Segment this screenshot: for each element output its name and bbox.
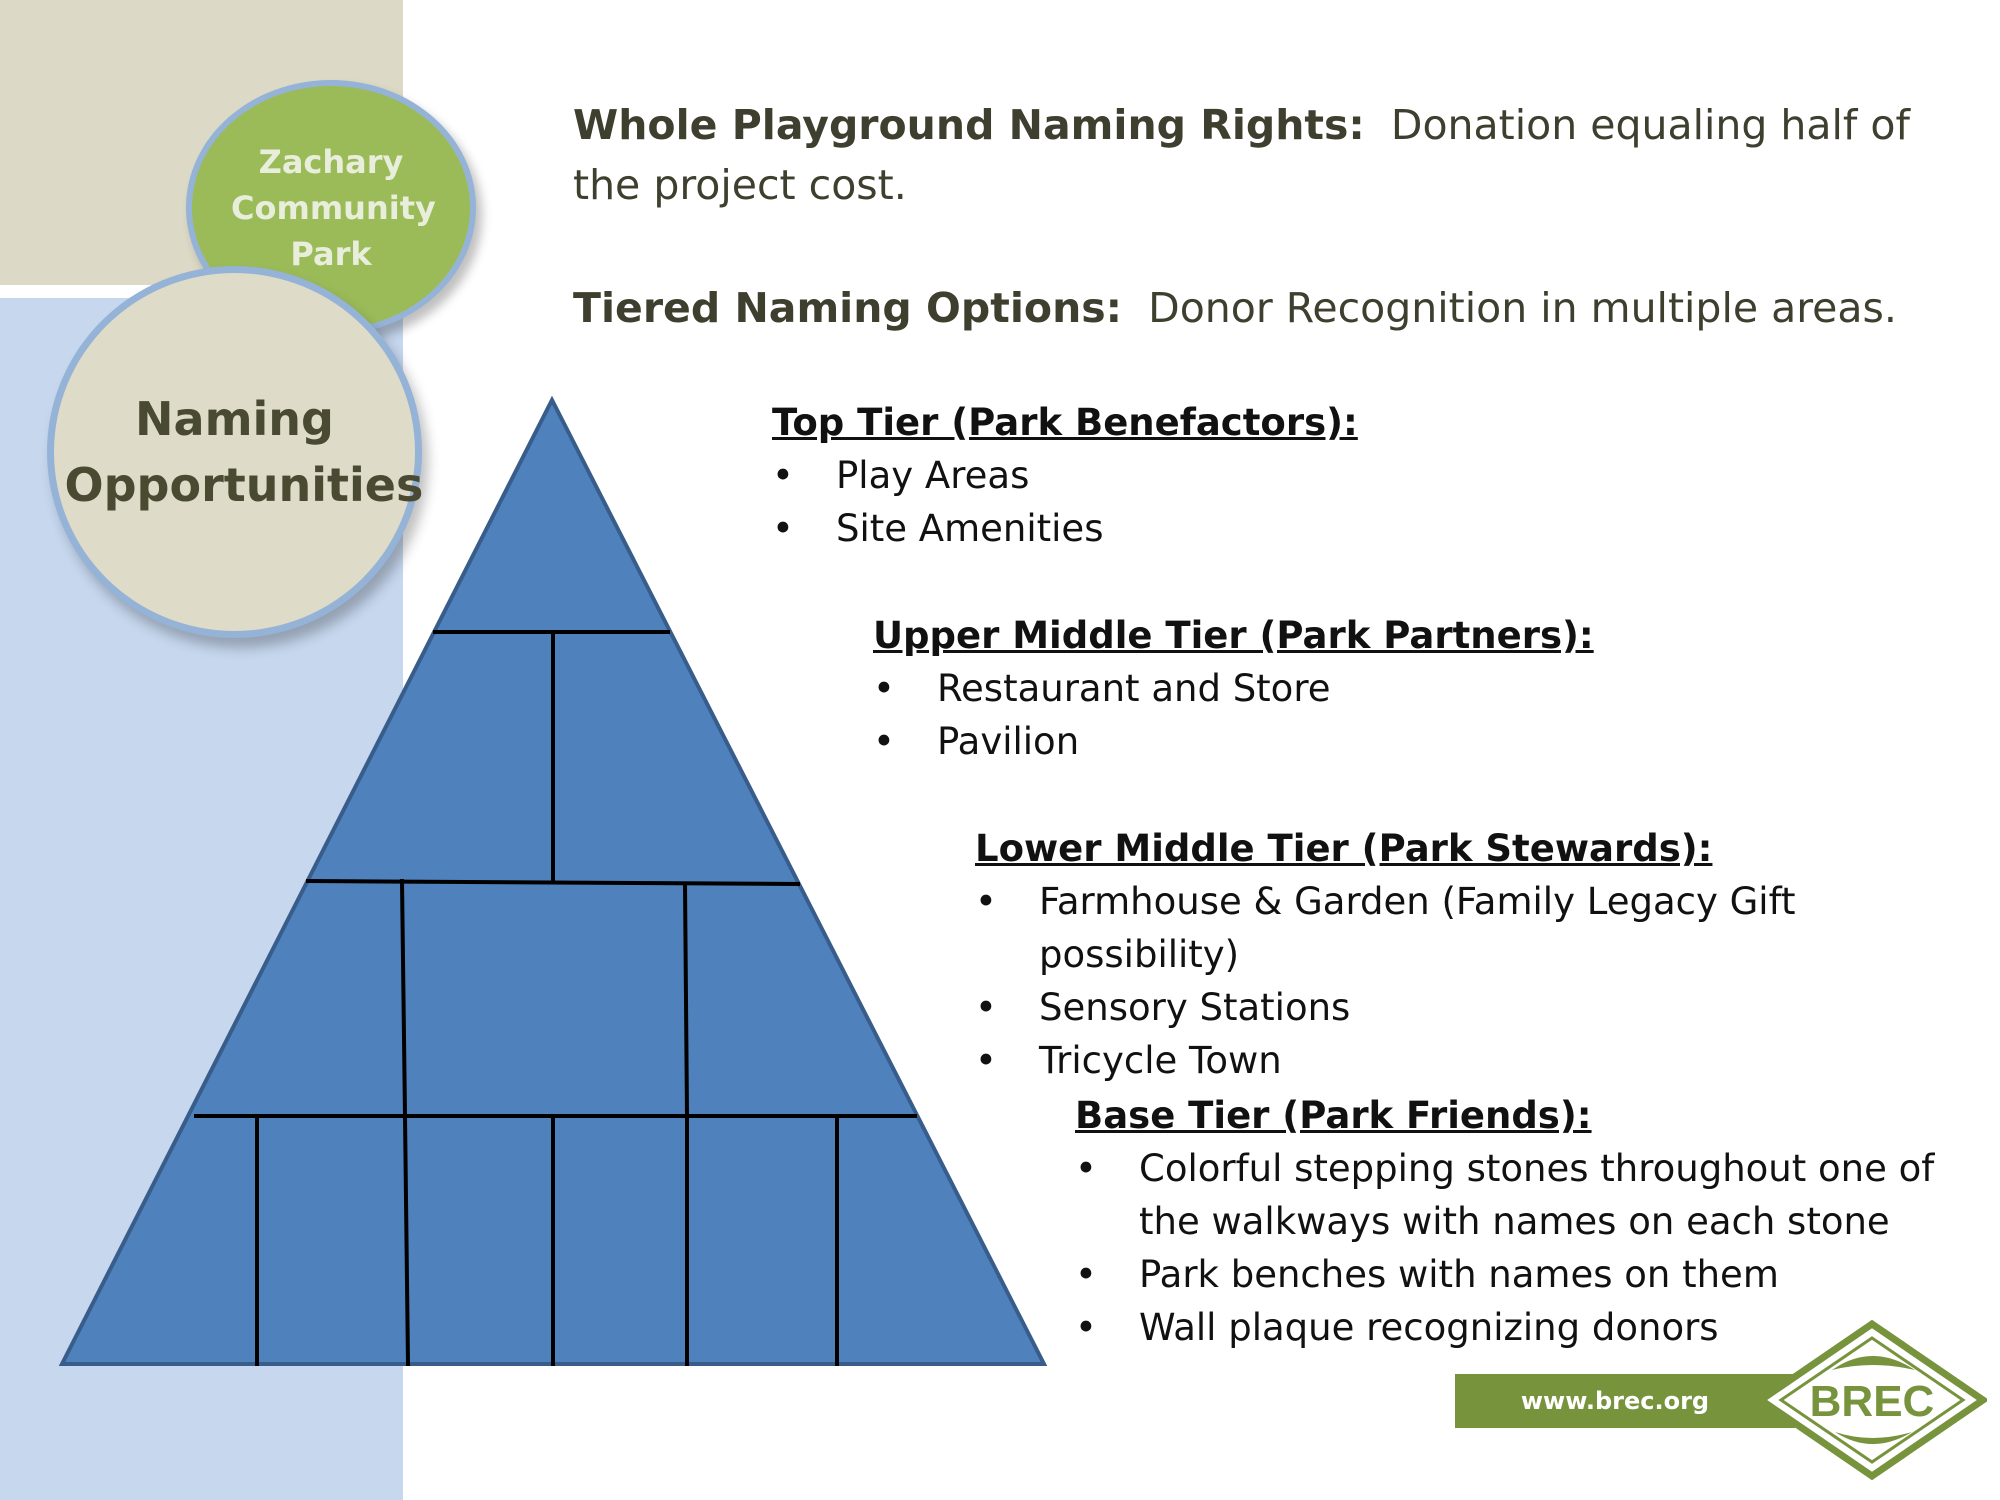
list-item: Pavilion bbox=[873, 715, 1594, 768]
logo-diamond-outer bbox=[1757, 1320, 1987, 1480]
tier-list: Restaurant and Store Pavilion bbox=[873, 662, 1594, 768]
leaf-icon bbox=[1832, 1356, 1915, 1370]
logo-text: BREC bbox=[1810, 1377, 1935, 1426]
tier-heading: Upper Middle Tier (Park Partners): bbox=[873, 614, 1594, 657]
section-title: Naming Opportunities bbox=[64, 392, 424, 512]
whole-playground-line: Whole Playground Naming Rights: Donation… bbox=[573, 95, 1953, 215]
pyramid-divider bbox=[402, 1113, 411, 1367]
website-url[interactable]: www.brec.org bbox=[1520, 1387, 1710, 1415]
tier-heading: Lower Middle Tier (Park Stewards): bbox=[975, 827, 1713, 870]
pyramid-divider bbox=[399, 878, 408, 1119]
tiered-options-label: Tiered Naming Options: bbox=[573, 284, 1123, 332]
tier-lower-middle: Lower Middle Tier (Park Stewards): Farmh… bbox=[975, 822, 2000, 1087]
park-name: Zachary Community Park bbox=[231, 142, 436, 273]
list-item: Colorful stepping stones throughout one … bbox=[1075, 1142, 1975, 1248]
tier-list: Colorful stepping stones throughout one … bbox=[1075, 1142, 1975, 1354]
list-item: Play Areas bbox=[772, 449, 1358, 502]
list-item: Farmhouse & Garden (Family Legacy Gift p… bbox=[975, 875, 2000, 981]
list-item: Site Amenities bbox=[772, 502, 1358, 555]
tier-heading: Base Tier (Park Friends): bbox=[1075, 1094, 1592, 1137]
tier-list: Farmhouse & Garden (Family Legacy Gift p… bbox=[975, 875, 2000, 1087]
whole-playground-label: Whole Playground Naming Rights: bbox=[573, 101, 1365, 149]
list-item: Tricycle Town bbox=[975, 1034, 2000, 1087]
tier-top: Top Tier (Park Benefactors): Play Areas … bbox=[772, 396, 1358, 555]
logo-diamond-inner bbox=[1778, 1336, 1966, 1464]
whole-playground-text: Donation equaling half of the project co… bbox=[573, 101, 1910, 209]
tiered-options-line: Tiered Naming Options: Donor Recognition… bbox=[573, 278, 1953, 338]
tier-list: Play Areas Site Amenities bbox=[772, 449, 1358, 555]
brec-logo: BREC bbox=[1757, 1320, 1987, 1480]
website-link-bar[interactable]: www.brec.org bbox=[1455, 1374, 1795, 1428]
pyramid-divider bbox=[682, 881, 690, 1119]
section-title-badge: Naming Opportunities bbox=[47, 266, 424, 638]
pyramid-divider bbox=[305, 878, 801, 887]
tier-heading: Top Tier (Park Benefactors): bbox=[772, 401, 1358, 444]
list-item: Park benches with names on them bbox=[1075, 1248, 1975, 1301]
list-item: Wall plaque recognizing donors bbox=[1075, 1301, 1975, 1354]
tier-upper-middle: Upper Middle Tier (Park Partners): Resta… bbox=[873, 609, 1594, 768]
list-item: Restaurant and Store bbox=[873, 662, 1594, 715]
tier-base: Base Tier (Park Friends): Colorful stepp… bbox=[1075, 1089, 1975, 1354]
list-item: Sensory Stations bbox=[975, 981, 2000, 1034]
tiered-options-text: Donor Recognition in multiple areas. bbox=[1148, 284, 1897, 332]
leaf-icon bbox=[1835, 1432, 1912, 1444]
